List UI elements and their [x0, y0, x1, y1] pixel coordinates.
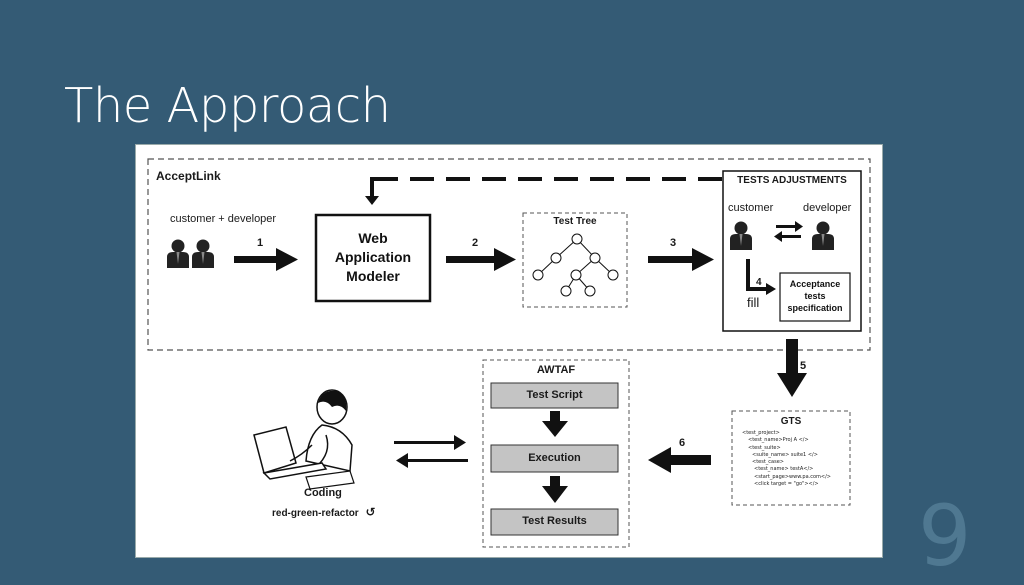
- approach-diagram: AcceptLink customer + developer 1 2 3 4 …: [135, 144, 883, 558]
- modeler-line: Web: [358, 230, 388, 246]
- execution-box: [490, 444, 619, 473]
- refresh-icon: ↺: [365, 505, 376, 519]
- customer-label: customer: [728, 202, 774, 214]
- arrow-5: [777, 339, 807, 397]
- arrow-6: [648, 447, 711, 473]
- test-tree-label: Test Tree: [553, 216, 597, 227]
- test-script-box: [490, 382, 619, 409]
- acceptance-line: tests: [804, 291, 826, 301]
- step-6-label: 6: [679, 437, 686, 449]
- awtaf-box: [482, 359, 630, 548]
- fill-arrow: [746, 259, 776, 295]
- arrow-1: [234, 248, 298, 271]
- bidirectional-arrows: [394, 435, 468, 468]
- person-icon: [167, 239, 189, 268]
- gts-code-line: <test_case>: [752, 459, 784, 466]
- arrow-2: [446, 248, 516, 271]
- coder-at-laptop-icon: [253, 389, 355, 490]
- gts-code-line: <test_project>: [742, 430, 780, 436]
- acceptance-line: specification: [787, 303, 843, 313]
- execution-label: Execution: [528, 452, 581, 464]
- gts-code-block: <test_project> <test_name>Proj A </> <te…: [742, 430, 860, 488]
- step-3-label: 3: [670, 237, 677, 249]
- slide-title: The Approach: [64, 78, 391, 134]
- awtaf-label: AWTAF: [536, 364, 576, 376]
- step-4-label: 4: [756, 277, 762, 288]
- customer-developer-label: customer + developer: [170, 213, 277, 225]
- test-tree-box: [522, 212, 628, 308]
- gts-code-line: <suite_name> suite1 </>: [752, 451, 818, 458]
- test-results-label: Test Results: [522, 515, 587, 527]
- gts-box: [731, 410, 851, 506]
- tests-adjustments-label: TESTS ADJUSTMENTS: [737, 175, 847, 186]
- acceptance-line: Acceptance: [789, 279, 841, 289]
- acceptlink-boundary: [147, 158, 871, 351]
- diagram-graphics: [147, 158, 871, 548]
- exchange-arrows: [774, 221, 803, 242]
- modeler-line: Modeler: [346, 268, 400, 284]
- acceptance-tests-specification-box: [779, 272, 851, 322]
- gts-code-line: <start_page>www.pa.com</>: [754, 473, 831, 480]
- gts-code-line: <test_name>Proj A </>: [748, 437, 809, 444]
- fill-label: fill: [747, 295, 760, 310]
- acceptance-tests-specification-label: Acceptance tests specification: [780, 278, 850, 314]
- down-arrow: [542, 476, 568, 503]
- step-5-label: 5: [800, 360, 807, 372]
- person-icon: [192, 239, 214, 268]
- modeler-label: Web Application Modeler: [316, 229, 430, 286]
- tree-graph: [532, 233, 619, 297]
- step-2-label: 2: [472, 237, 479, 249]
- test-script-label: Test Script: [526, 389, 583, 401]
- step-1-label: 1: [257, 237, 264, 249]
- acceptlink-label: AcceptLink: [156, 169, 221, 183]
- web-application-modeler-box: [314, 213, 432, 303]
- arrow-3: [648, 248, 714, 271]
- down-arrow: [542, 411, 568, 437]
- red-green-refactor-label: red-green-refactor ↺: [272, 505, 376, 519]
- gts-label: GTS: [780, 416, 802, 427]
- gts-code-line: <click target = "go"></>: [754, 481, 819, 488]
- slide-number: 9: [918, 487, 972, 585]
- coding-label: Coding: [304, 487, 342, 499]
- gts-code-line: <test_suite>: [748, 444, 781, 451]
- developer-label: developer: [803, 202, 852, 214]
- red-green-refactor-text: red-green-refactor: [272, 508, 359, 519]
- test-results-box: [490, 508, 619, 536]
- gts-code-line: <test_name> testA</>: [754, 466, 814, 473]
- modeler-line: Application: [334, 249, 412, 265]
